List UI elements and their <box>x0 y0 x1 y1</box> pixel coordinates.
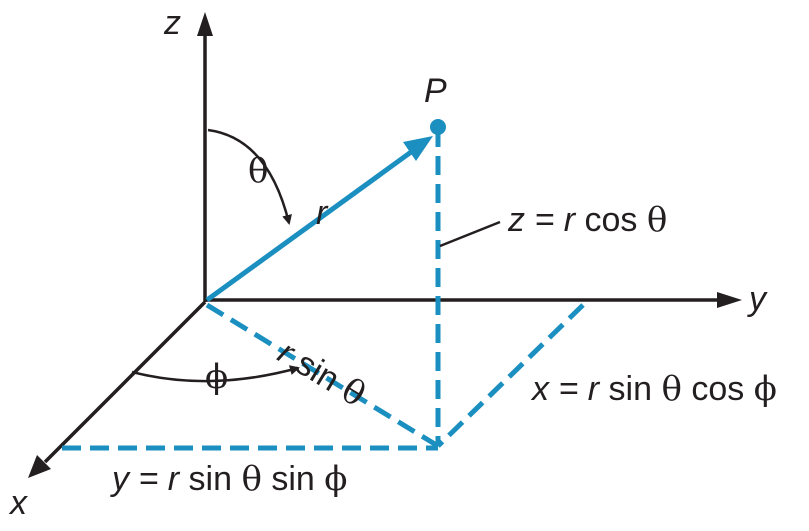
x-axis-arrowhead <box>28 455 51 478</box>
z-axis-label: z <box>164 4 181 42</box>
r-vector-arrowhead <box>403 136 433 161</box>
x-projection-line <box>436 303 585 448</box>
theta-arc <box>207 128 292 225</box>
y-axis-arrowhead <box>717 292 742 308</box>
x-axis-label: x <box>10 484 27 522</box>
z-axis-arrowhead <box>197 12 213 36</box>
projection-lines <box>62 128 585 451</box>
y-axis-label: y <box>749 280 766 318</box>
phi-arc <box>131 365 300 383</box>
x-axis <box>43 300 207 464</box>
r-vector <box>205 144 420 303</box>
x-equation-label: x = r sin θ cos ϕ <box>532 369 777 409</box>
y-equation-label: y = r sin θ sin ϕ <box>112 459 348 499</box>
theta-angle-label: θ <box>248 151 269 191</box>
z-label-leader <box>439 220 501 248</box>
r-sin-theta-line <box>205 302 440 449</box>
point-p-dot <box>430 119 446 135</box>
phi-angle-label: ϕ <box>205 357 229 397</box>
z-equation-label: z = r cos θ <box>508 200 668 240</box>
point-p-label: P <box>424 72 447 110</box>
r-vector-label: r <box>316 194 328 232</box>
